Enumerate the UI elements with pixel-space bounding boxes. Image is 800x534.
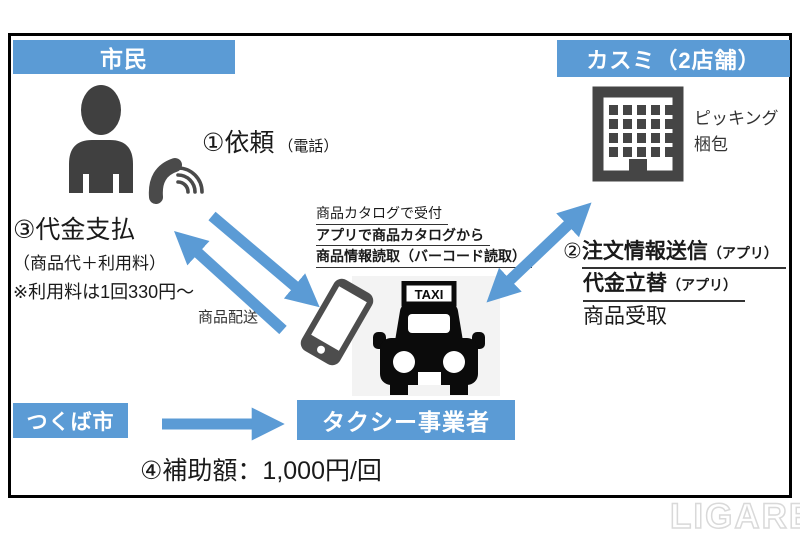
ligare-watermark: LIGARE	[669, 496, 800, 534]
step1-label: ①依頼 （電話）	[202, 123, 338, 159]
step2-line2-sub: （アプリ）	[667, 277, 737, 294]
tsukuba-label: つくば市	[26, 410, 115, 434]
step1-main: ①依頼	[202, 129, 275, 157]
step2-line2-main: 代金立替	[583, 272, 667, 296]
step3-sub1: （商品代＋利用料）	[13, 254, 166, 273]
step4-label: ④補助額：1,000円/回	[140, 457, 382, 485]
delivery-label: 商品配送	[198, 309, 259, 326]
taxi-operator-box: タクシー事業者	[297, 400, 515, 440]
kasumi-label: カスミ（2店舗）	[586, 47, 761, 73]
picking-note: ピッキング 梱包	[694, 106, 779, 159]
step2-line1-sub: （アプリ）	[707, 245, 778, 261]
smartphone-icon	[296, 274, 378, 370]
step2-line3: 商品受取	[583, 304, 667, 328]
taxi-operator-label: タクシー事業者	[322, 409, 490, 435]
store-building-icon	[592, 86, 684, 182]
step1-sub: （電話）	[278, 138, 339, 155]
step3-main: ③代金支払	[13, 216, 136, 244]
catalog-line3: 商品情報読取（バーコード読取）	[316, 248, 532, 268]
step2-number: ②	[563, 240, 582, 263]
step2-label: ②注文情報送信（アプリ） 代金立替（アプリ） 商品受取	[563, 237, 786, 331]
kasumi-box: カスミ（2店舗）	[557, 40, 790, 77]
catalog-line1: 商品カタログで受付	[316, 205, 448, 225]
taxi-sign-text: TAXI	[415, 287, 444, 302]
citizen-box: 市民	[13, 40, 235, 74]
step2-line1-main: 注文情報送信	[581, 240, 708, 263]
picking-line1: ピッキング	[694, 109, 779, 128]
step3-sub2: ※利用料は1回330円～	[13, 282, 195, 302]
catalog-line2: アプリで商品カタログから	[316, 227, 490, 246]
step3-label: ③代金支払 （商品代＋利用料） ※利用料は1回330円～	[13, 210, 194, 304]
picking-line2: 梱包	[694, 135, 728, 155]
taxi-icon: TAXI	[366, 281, 492, 395]
tsukuba-box: つくば市	[13, 403, 128, 438]
catalog-note: 商品カタログで受付 アプリで商品カタログから 商品情報読取（バーコード読取）	[316, 205, 532, 270]
phone-call-icon	[147, 152, 205, 204]
citizen-label: 市民	[100, 46, 148, 72]
person-icon	[62, 85, 140, 193]
